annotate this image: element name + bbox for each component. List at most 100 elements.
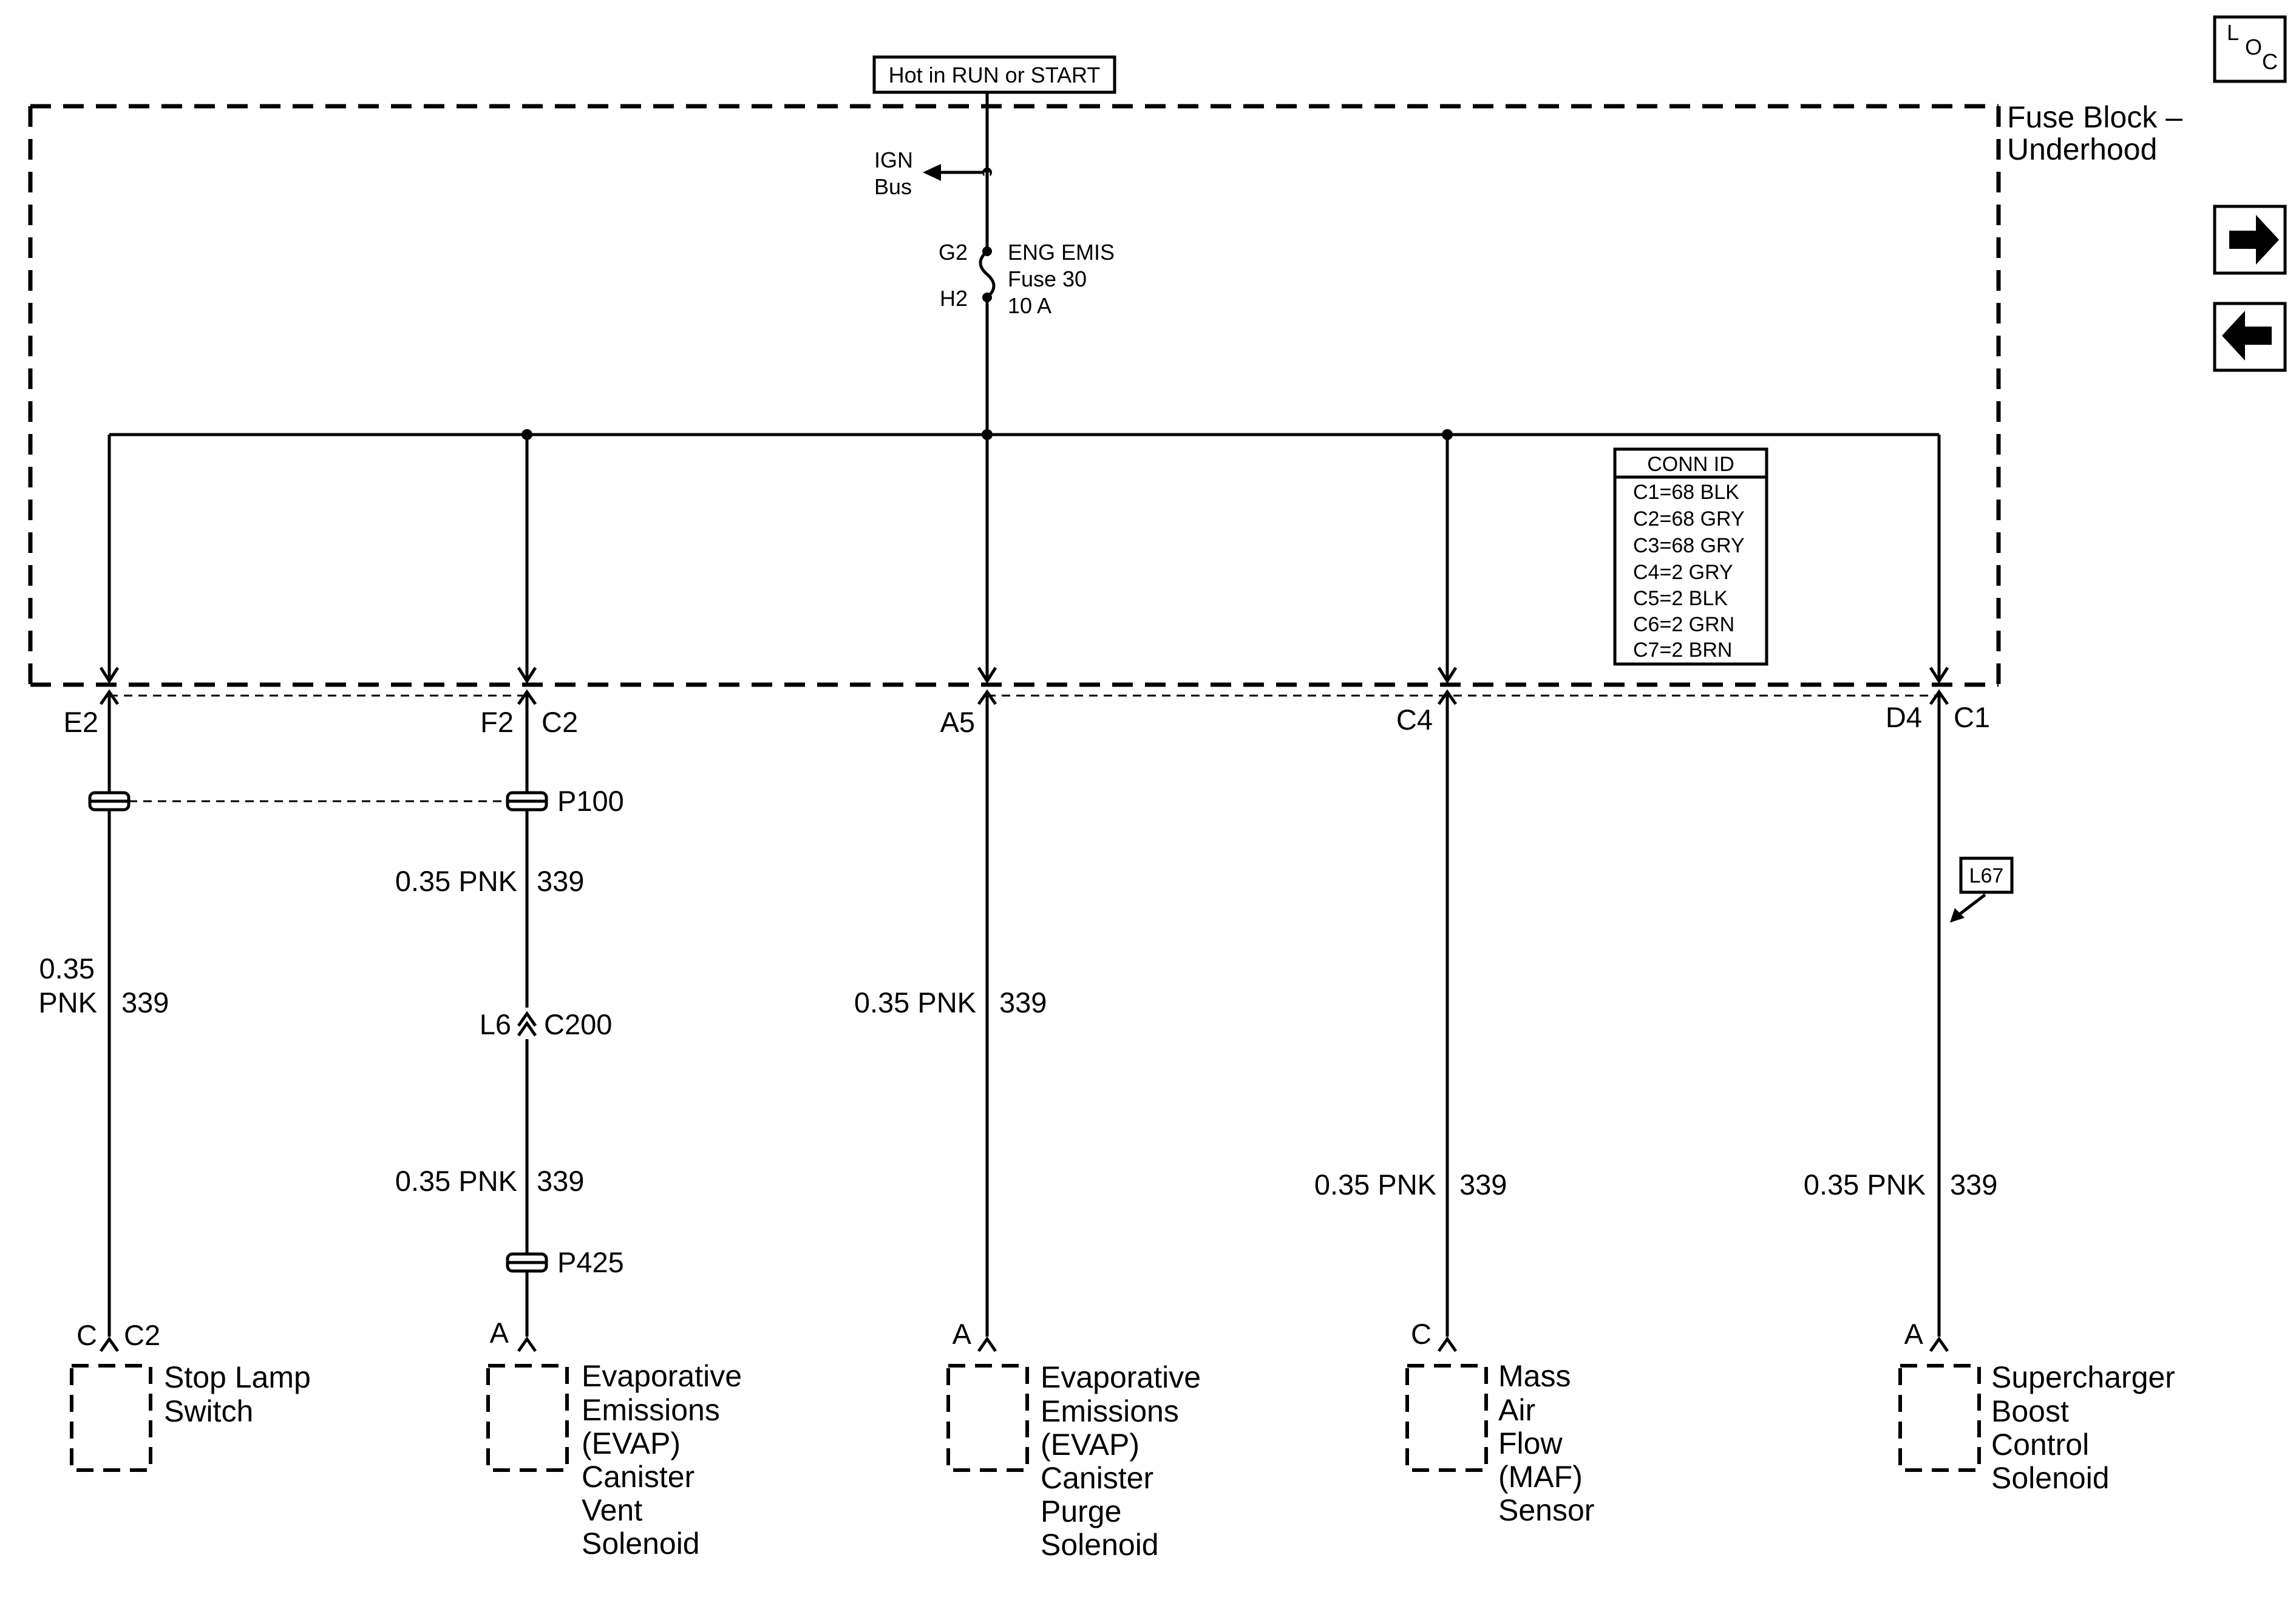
arrow-down-icon	[99, 666, 120, 684]
conn-id-row: C6=2 GRN	[1633, 613, 1734, 636]
terminal-connector: C2	[542, 706, 578, 738]
supply-label-box	[872, 55, 1116, 94]
option-label: L67	[1969, 864, 2004, 887]
fuse-pin-g2-dot	[982, 246, 992, 256]
splice-icon	[88, 791, 131, 812]
splice-icon	[506, 791, 548, 812]
branch-stop-lamp: E2 0.35 PNK 339 C C2 Stop Lamp Switch	[38, 435, 311, 1472]
wire-spec: 0.35 PNK	[395, 865, 517, 897]
terminal-label: C4	[1396, 703, 1433, 736]
ign-bus-label-2: Bus	[874, 174, 912, 199]
connector-terminal-icon	[1437, 1336, 1458, 1352]
component-name: (EVAP)	[1041, 1428, 1140, 1462]
component-name: Solenoid	[1041, 1528, 1159, 1562]
connector-terminal-icon	[977, 1336, 997, 1352]
wire-spec: 0.35 PNK	[1314, 1168, 1436, 1201]
conn-id-row: C3=68 GRY	[1633, 534, 1745, 557]
inline-connector-icon	[517, 1008, 537, 1039]
conn-id-table: CONN ID C1=68 BLK C2=68 GRY C3=68 GRY C4…	[1613, 447, 1768, 666]
pin-label: C	[1411, 1318, 1432, 1350]
component-box	[1898, 1364, 1981, 1472]
loc-letter: L	[2227, 20, 2239, 45]
wire-spec: 0.35 PNK	[395, 1165, 517, 1197]
component-name: Mass	[1498, 1359, 1571, 1393]
splice-label: P425	[557, 1246, 624, 1278]
component-name: Supercharger	[1991, 1360, 2175, 1394]
wire-circuit: 339	[999, 986, 1047, 1019]
splice-label: P100	[557, 785, 624, 817]
component-name: Canister	[1041, 1461, 1153, 1495]
supply-label: Hot in RUN or START	[889, 63, 1101, 87]
fuse-block-outline	[28, 104, 2001, 687]
component-box	[1405, 1364, 1488, 1472]
fuse-block-name-line1: Fuse Block –	[2007, 100, 2182, 134]
arrow-down-icon	[1437, 666, 1458, 684]
connector-terminal-icon	[517, 1336, 537, 1352]
inline-connector: C200	[544, 1008, 612, 1040]
component-name: Vent	[582, 1493, 642, 1527]
component-name: Evaporative	[582, 1359, 742, 1393]
terminal-connector: C1	[1954, 701, 1990, 733]
pin-label: A	[953, 1318, 972, 1350]
component-name: Control	[1991, 1428, 2089, 1462]
arrow-down-icon	[1929, 666, 1949, 684]
component-name: Purge	[1041, 1494, 1121, 1528]
terminal-label: F2	[480, 706, 514, 738]
branch-evap-purge: A5 0.35 PNK 339 A Evaporative Emissions …	[854, 435, 1201, 1562]
wire-circuit: 339	[1459, 1168, 1507, 1201]
back-button[interactable]	[2213, 302, 2287, 372]
pin-label: C	[76, 1319, 97, 1351]
ign-bus-arrow-icon	[923, 164, 941, 181]
wire-circuit: 339	[537, 1165, 584, 1197]
conn-id-row: C2=68 GRY	[1633, 507, 1745, 531]
component-name: Solenoid	[582, 1527, 700, 1561]
connector-terminal-icon	[99, 1336, 120, 1352]
option-pointer	[1958, 893, 1986, 915]
component-name: (EVAP)	[582, 1426, 681, 1460]
component-name: Emissions	[1041, 1394, 1179, 1428]
component-name: Evaporative	[1041, 1360, 1201, 1394]
loc-button[interactable]: L O C	[2213, 15, 2287, 83]
component-name: Sensor	[1498, 1493, 1594, 1527]
component-name: Flow	[1498, 1426, 1563, 1460]
wire-spec: 0.35 PNK	[854, 986, 976, 1019]
arrow-left-icon	[2222, 311, 2272, 361]
fuse-number: Fuse 30	[1008, 266, 1087, 291]
fuse-rating: 10 A	[1008, 293, 1051, 318]
pin-label: A	[490, 1317, 509, 1349]
wire-color: PNK	[38, 986, 97, 1019]
loc-letter: C	[2262, 49, 2278, 74]
component-name: Boost	[1991, 1394, 2069, 1428]
arrow-down-icon	[517, 666, 537, 684]
fuse-name: ENG EMIS	[1008, 240, 1115, 265]
component-box	[70, 1364, 152, 1472]
forward-button[interactable]	[2213, 205, 2287, 275]
wire-circuit: 339	[537, 865, 584, 897]
connector-terminal-icon	[1929, 1336, 1949, 1352]
ign-bus-label-1: IGN	[874, 147, 913, 172]
terminal-label: A5	[940, 706, 976, 738]
arrow-down-icon	[977, 666, 997, 684]
terminal-label: E2	[64, 706, 99, 738]
pin-label: A	[1904, 1318, 1924, 1350]
component-name: Air	[1498, 1393, 1535, 1427]
wire-gauge: 0.35	[39, 952, 95, 985]
conn-id-row: C5=2 BLK	[1633, 587, 1728, 610]
arrow-right-icon	[2229, 215, 2279, 265]
wire-circuit: 339	[1950, 1168, 1997, 1201]
option-box	[1959, 856, 2014, 894]
conn-id-title: CONN ID	[1647, 453, 1734, 476]
conn-id-row: C7=2 BRN	[1633, 639, 1732, 662]
fuse-symbol-icon	[979, 172, 996, 299]
wire-circuit: 339	[121, 986, 169, 1019]
component-name: Canister	[582, 1460, 695, 1494]
component-box	[486, 1364, 569, 1472]
component-name: (MAF)	[1498, 1460, 1583, 1494]
conn-id-row: C1=68 BLK	[1633, 481, 1739, 504]
branch-evap-vent: F2 C2 P100 0.35 PNK 339 L6 C200 0.35 PNK…	[395, 435, 742, 1561]
component-box	[946, 1364, 1029, 1472]
component-name: Emissions	[582, 1393, 720, 1427]
loc-letter: O	[2245, 35, 2262, 59]
option-arrow-icon	[1950, 908, 1965, 923]
